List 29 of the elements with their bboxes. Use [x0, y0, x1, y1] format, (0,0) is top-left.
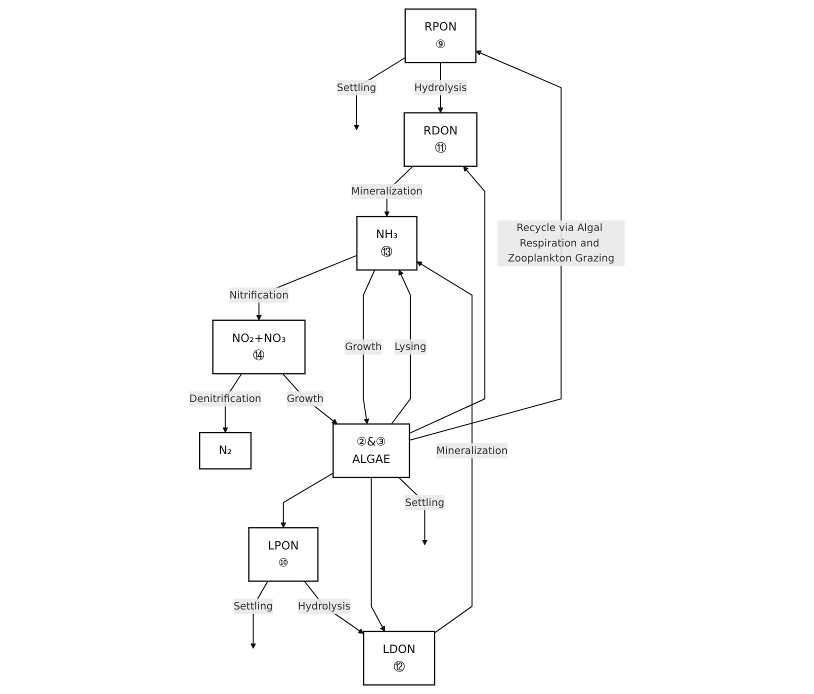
arrow [282, 373, 338, 424]
edge-label: Growth [286, 392, 324, 405]
node-box: LDON ⑫ [362, 630, 436, 686]
arrow [280, 472, 334, 528]
edge-label: Denitrification [189, 392, 262, 405]
node-box: RPON ⑨ [404, 8, 476, 64]
node-box: LPON ⑩ [248, 527, 319, 582]
arrow [362, 270, 376, 424]
edge-label: Settling [405, 496, 444, 508]
node-box: NH₃ ⑬ [356, 216, 418, 271]
arrow [391, 270, 411, 424]
arrow [409, 166, 486, 434]
edge-label: Hydrolysis [298, 600, 350, 612]
edge-label: Recycle via Algal Respiration and Zooplankton Grazing [508, 222, 614, 264]
edge-label: Nitrification [229, 288, 289, 301]
node-box: NO₂+NO₃ ⑭ [212, 320, 306, 374]
edge-label: Mineralization [351, 185, 423, 198]
node-box: RDON ⑪ [404, 112, 478, 167]
edge-label: Lysing [394, 340, 426, 353]
arrow [370, 477, 386, 632]
arrow [409, 50, 562, 441]
node-box: N₂ [199, 432, 252, 470]
arrow [416, 261, 473, 634]
edge-label: Settling [234, 600, 273, 612]
edge-label: Mineralization [436, 444, 508, 456]
node-box: ②&③ ALGAE [332, 423, 410, 478]
edge-label: Hydrolysis [414, 81, 467, 94]
edge-label: Settling [336, 81, 376, 94]
edge-label: Growth [344, 340, 382, 353]
